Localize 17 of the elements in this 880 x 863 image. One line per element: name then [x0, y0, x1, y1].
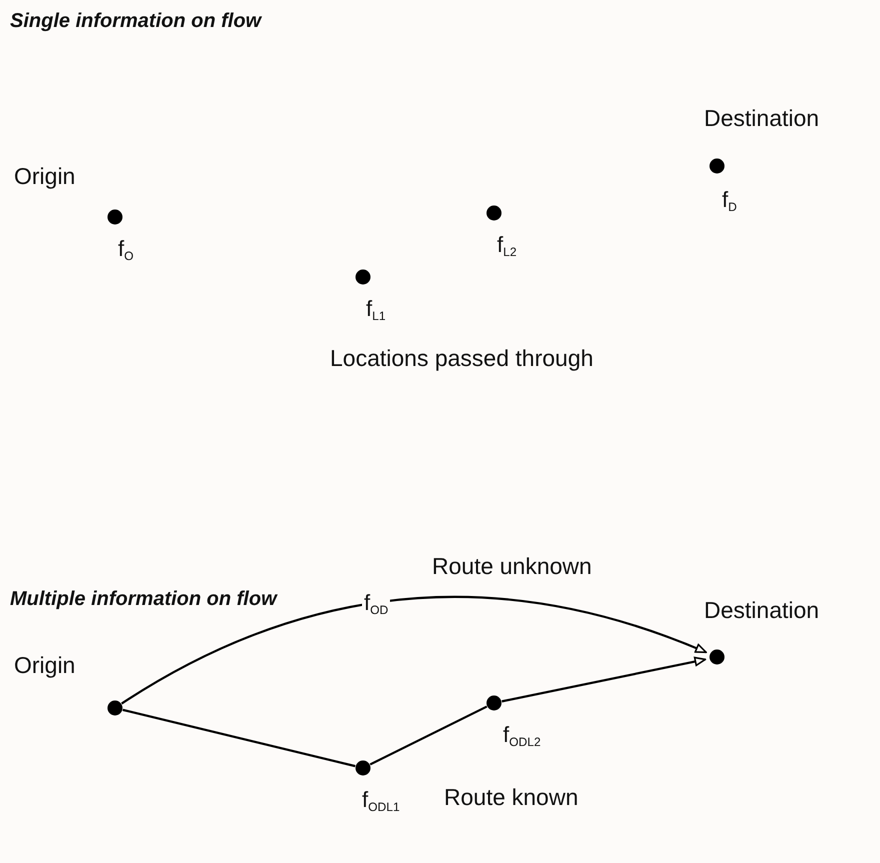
- annotation: Route unknown: [432, 554, 592, 580]
- flow-symbol: f$_{ODL1}$: [362, 788, 400, 815]
- annotation: Route known: [444, 785, 578, 810]
- section-heading: Multiple information on flow: [10, 588, 277, 610]
- annotation: Locations passed through: [330, 346, 594, 372]
- arrow: [121, 596, 707, 705]
- place-label: Origin: [14, 653, 76, 678]
- flow-symbol: f$_{L2}$: [497, 233, 517, 260]
- place-label: Origin: [14, 164, 76, 190]
- flow-symbol: f$_{ODL2}$: [503, 723, 541, 750]
- flow-symbol: f$_{L1}$: [366, 297, 386, 324]
- place-label: Destination: [704, 106, 820, 132]
- arrow: [502, 656, 706, 702]
- section-heading: Single information on flow: [10, 10, 262, 32]
- flow-symbol: f$_{O}$: [118, 237, 134, 264]
- place-label: Destination: [704, 598, 820, 624]
- flow-symbol: f$_{D}$: [722, 188, 737, 215]
